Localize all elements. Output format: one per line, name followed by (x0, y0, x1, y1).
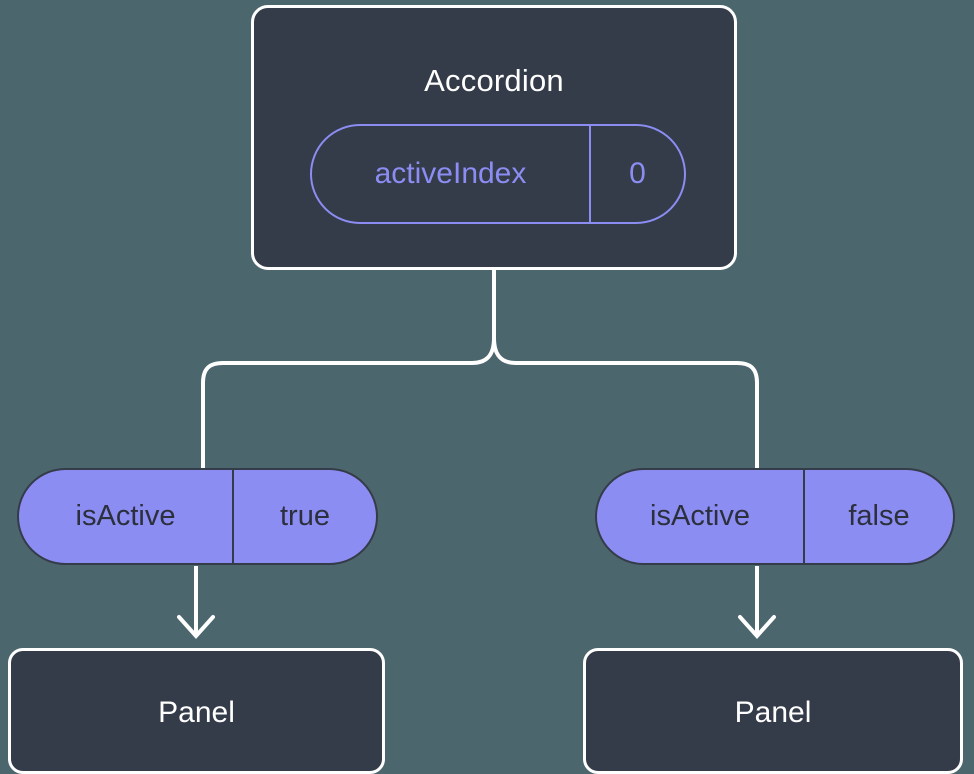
fork-connector-right (492, 337, 759, 470)
panel-title: Panel (734, 696, 812, 729)
prop-pill-value: true (280, 500, 330, 532)
state-pill-active-index[interactable]: activeIndex 0 (310, 124, 686, 224)
accordion-title: Accordion (424, 63, 564, 98)
accordion-node[interactable]: Accordion activeIndex 0 (251, 5, 737, 270)
arrow-head-left (177, 615, 215, 639)
prop-pill-is-active-false[interactable]: isActive false (595, 468, 955, 565)
state-pill-key: activeIndex (312, 126, 591, 222)
prop-pill-key: isActive (597, 470, 805, 563)
prop-pill-key: isActive (19, 470, 234, 563)
arrow-head-right (738, 615, 776, 639)
panel-title: Panel (158, 696, 235, 729)
state-pill-value: 0 (629, 157, 646, 190)
panel-node-right[interactable]: Panel (583, 648, 963, 774)
panel-node-left[interactable]: Panel (8, 648, 385, 774)
prop-pill-is-active-true[interactable]: isActive true (17, 468, 378, 565)
fork-connector-icon (201, 337, 496, 470)
prop-pill-value: false (848, 500, 910, 532)
